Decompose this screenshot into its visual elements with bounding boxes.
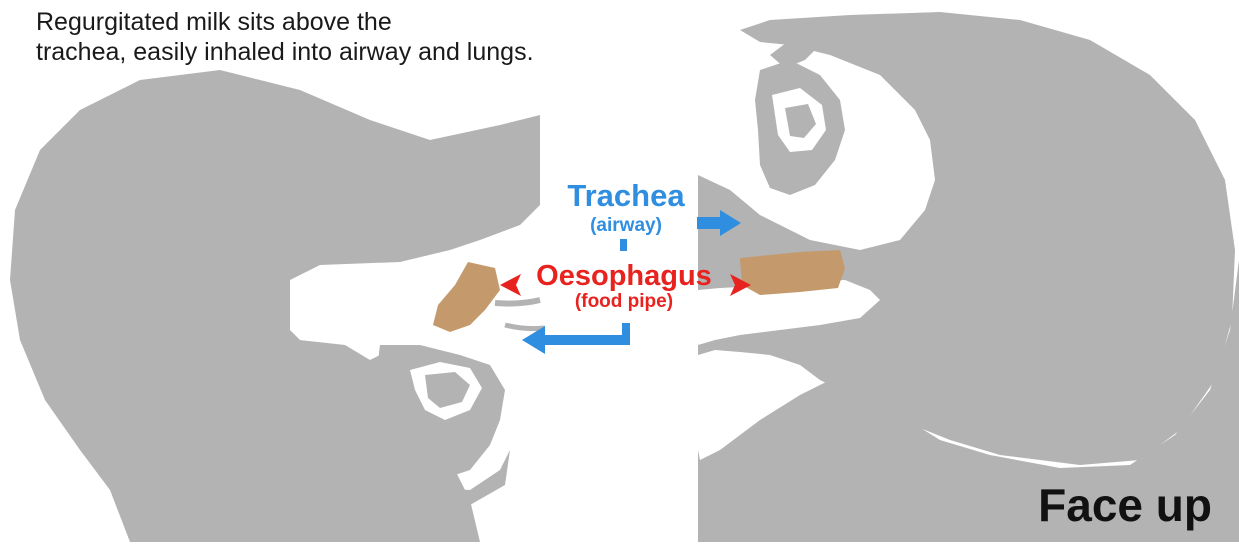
oesophagus-label: Oesophagus bbox=[536, 260, 712, 292]
caption-line-1: Regurgitated milk sits above the bbox=[36, 8, 392, 36]
left-epiglottis-strand bbox=[505, 325, 545, 329]
trachea-sublabel: (airway) bbox=[590, 215, 662, 236]
oesophagus-sublabel: (food pipe) bbox=[575, 291, 673, 312]
trachea-label: Trachea bbox=[567, 178, 685, 213]
oesophagus-arrow-left bbox=[500, 274, 521, 296]
right-upper-jaw bbox=[770, 40, 820, 68]
caption-line-2: trachea, easily inhaled into airway and … bbox=[36, 38, 534, 66]
right-milk-pool bbox=[740, 250, 845, 295]
position-label: Face up bbox=[1038, 479, 1212, 531]
left-palate-strand bbox=[495, 300, 540, 304]
